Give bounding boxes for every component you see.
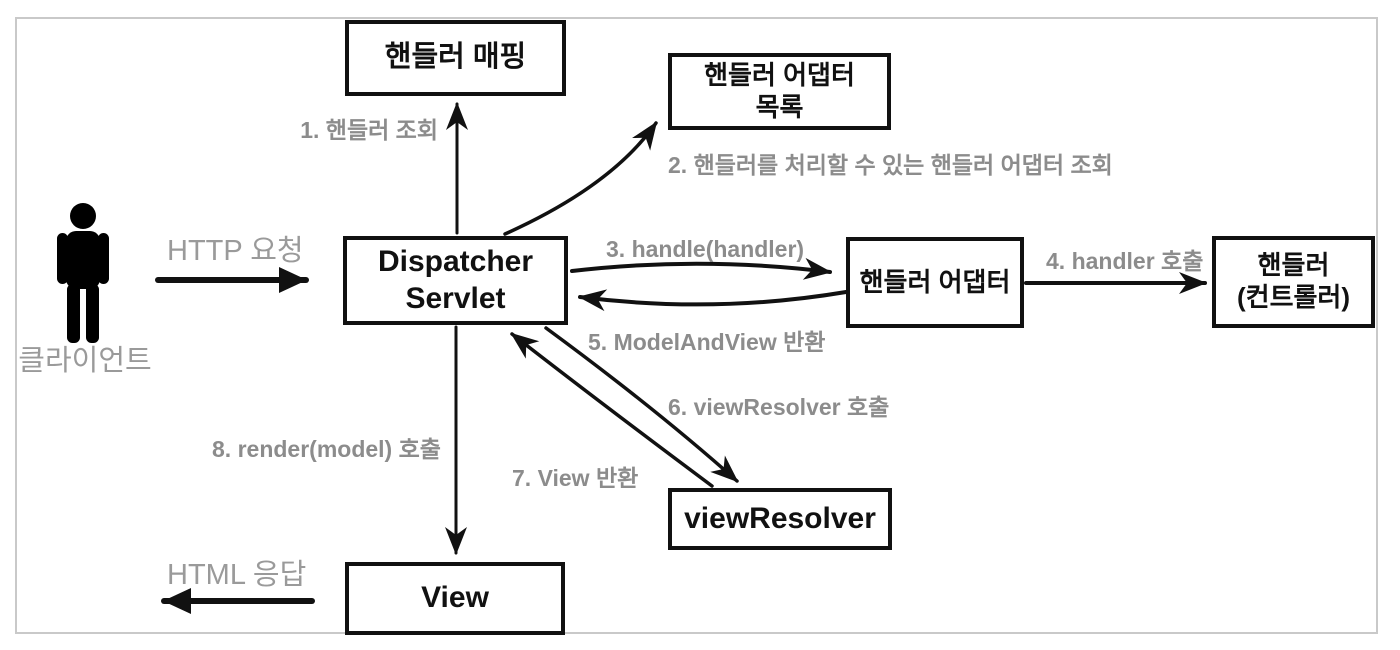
arrow-step6-viewresolver-call [544, 326, 739, 483]
label-step3: 3. handle(handler) [606, 236, 805, 262]
client-person-icon [57, 203, 109, 343]
arrow-step7-view-return [510, 332, 714, 488]
arrow-step3-handle-handler [570, 257, 832, 280]
node-handler-mapping: 핸들러 매핑 [345, 20, 566, 96]
node-view-resolver: viewResolver [668, 488, 892, 550]
label-html-response: HTML 응답 [167, 559, 307, 591]
node-handler-adapter: 핸들러 어댑터 [846, 237, 1024, 328]
arrow-step5-modelandview-return [578, 289, 848, 312]
label-step6: 6. viewResolver 호출 [668, 394, 890, 420]
label-http-request: HTTP 요청 [167, 235, 304, 267]
label-client: 클라이언트 [18, 345, 152, 377]
label-step5: 5. ModelAndView 반환 [588, 329, 826, 355]
node-handler-controller: 핸들러 (컨트롤러) [1212, 236, 1375, 328]
node-handler-adapter-list: 핸들러 어댑터 목록 [668, 53, 891, 130]
node-view: View [345, 562, 565, 635]
label-step7: 7. View 반환 [512, 465, 639, 491]
arrow-step2-adapter-lookup [503, 121, 658, 236]
node-dispatcher-servlet: Dispatcher Servlet [343, 236, 568, 325]
label-step4: 4. handler 호출 [1046, 248, 1204, 274]
label-step1: 1. 핸들러 조회 [300, 117, 438, 143]
label-step8: 8. render(model) 호출 [212, 436, 441, 462]
label-step2: 2. 핸들러를 처리할 수 있는 핸들러 어댑터 조회 [668, 152, 1113, 178]
